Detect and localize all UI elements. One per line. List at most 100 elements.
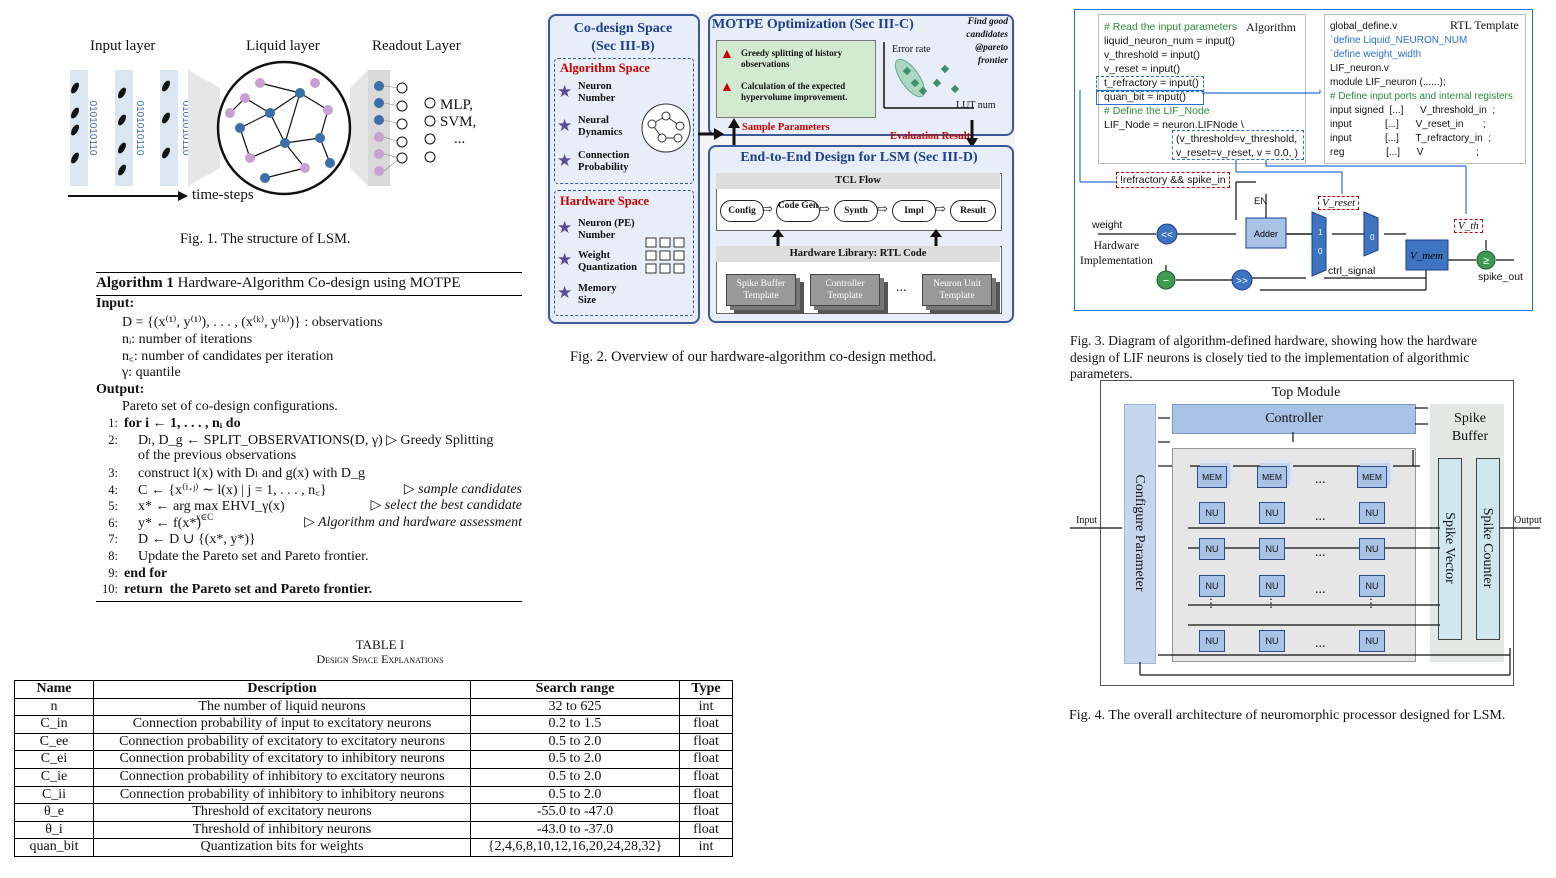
flow-step-synth: Synth xyxy=(834,200,878,222)
code-line: input [...] T_refractory_in ; xyxy=(1330,133,1491,144)
algorithm-line: 6: y* ← f(x*)▷ Algorithm and hardware as… xyxy=(108,514,522,531)
code-line: liquid_neuron_num = input() xyxy=(1104,35,1236,47)
fig2-caption: Fig. 2. Overview of our hardware-algorit… xyxy=(570,349,937,365)
liquid-layer-label: Liquid layer xyxy=(246,38,320,54)
svg-text:0: 0 xyxy=(1370,233,1375,242)
lut-num-label: LUT num xyxy=(956,100,996,111)
code-line: input [...] V_reset_in ; xyxy=(1330,119,1486,130)
fig4-wires xyxy=(1070,407,1540,676)
pe-grid-icon xyxy=(645,237,685,274)
neuron-unit: NU xyxy=(1259,502,1285,524)
memory-block: MEM xyxy=(1197,466,1227,488)
code-line: v_reset = input() xyxy=(1104,63,1181,75)
fig4-caption: Fig. 4. The overall architecture of neur… xyxy=(1069,708,1506,723)
memory-block: MEM xyxy=(1257,466,1287,488)
flow-step-codegen: Code Gen xyxy=(776,200,820,222)
code-line: `define weight_width xyxy=(1330,49,1422,60)
neuron-unit: NU xyxy=(1259,630,1285,652)
fig3-caption: Fig. 3. Diagram of algorithm-defined har… xyxy=(1070,333,1478,381)
fig2-arrows xyxy=(698,118,978,148)
warning-triangle-icon: ▲ xyxy=(720,47,734,62)
arrow-icon: ⇨ xyxy=(762,201,773,216)
rtl-template-label: RTL Template xyxy=(1450,18,1519,32)
arrow-icon: ⇨ xyxy=(819,201,830,216)
controller-template: Controller Template xyxy=(810,274,880,306)
vertical-ellipsis: ⋮ xyxy=(1365,596,1377,610)
code-line: v_reset=v_reset, v = 0.0, ) xyxy=(1176,147,1298,159)
ellipsis: ... xyxy=(1315,472,1326,487)
ctrl-signal-label: ctrl_signal xyxy=(1328,265,1376,277)
neuron-unit: NU xyxy=(1199,538,1225,560)
algorithm-line: 2: Dₗ, D_g ← SPLIT_OBSERVATIONS(D, γ) ▷ … xyxy=(108,432,494,448)
spike-vector-block xyxy=(1438,458,1462,640)
neuron-unit: NU xyxy=(1359,538,1385,560)
codesign-title: Co-design Space(Sec III-B) xyxy=(573,21,673,54)
algorithm-space-box xyxy=(554,58,694,184)
rtl-code: global_define.v`define Liquid_NEURON_NUM… xyxy=(1330,20,1513,160)
code-line: input signed [...] V_threshold_in ; xyxy=(1330,105,1496,116)
algorithm-label: Algorithm xyxy=(1246,20,1296,34)
lsm-structure-diagram: 0101010110 0101010110 0101010110 xyxy=(68,60,436,201)
neuron-unit: NU xyxy=(1199,502,1225,524)
algorithm-code-box xyxy=(1098,14,1306,164)
top-module-box xyxy=(1100,380,1514,686)
quanbit-highlight xyxy=(1096,90,1204,105)
svg-text:0: 0 xyxy=(1318,247,1323,256)
star-icon: ★ xyxy=(557,250,573,269)
star-icon: ★ xyxy=(557,151,573,170)
hardware-space-box xyxy=(554,190,694,316)
bits-col-2: 0101010110 xyxy=(134,101,145,156)
trefractory-highlight xyxy=(1096,76,1204,92)
ellipsis: ... xyxy=(1315,636,1326,651)
algorithm-line: of the previous observations xyxy=(124,448,297,464)
sample-parameters-label: Sample Parameters xyxy=(742,122,830,133)
algorithm-line: 7: D ← D ∪ {(x*, y*)} xyxy=(108,532,256,548)
code-line: (v_threshold=v_threshold, xyxy=(1176,133,1298,145)
up-arrows xyxy=(772,229,942,247)
spike-out-label: spike_out xyxy=(1478,271,1523,283)
configure-parameter-block xyxy=(1124,404,1156,664)
arrow-icon: ⇨ xyxy=(877,201,888,216)
spike-buffer-template: Spike Buffer Template xyxy=(726,274,796,306)
pareto-plot-icon xyxy=(883,42,974,109)
motpe-items-box xyxy=(716,40,876,118)
vmem-label: V_mem xyxy=(1410,250,1443,262)
vth-label: V_th xyxy=(1454,219,1483,233)
neuron-unit: NU xyxy=(1199,575,1225,597)
bits-col-3: 0101010110 xyxy=(180,101,191,156)
algorithm-line: 9:end for xyxy=(108,565,168,581)
star-icon: ★ xyxy=(557,218,573,237)
algorithm-title: Algorithm 1 Hardware-Algorithm Co-design… xyxy=(96,275,461,291)
evaluation-result-label: Evaluation Result xyxy=(890,131,971,142)
input-label: Input xyxy=(1076,515,1098,526)
algorithm-line: 8: Update the Pareto set and Pareto fron… xyxy=(108,548,369,564)
flow-step-impl: Impl xyxy=(892,200,936,222)
algorithm-space-label: Algorithm Space xyxy=(560,61,650,75)
tcl-flow-label: TCL Flow xyxy=(716,173,1000,189)
code-line: # Define input ports and internal regist… xyxy=(1330,91,1513,102)
vertical-ellipsis: ⋮ xyxy=(1205,596,1217,610)
code-line: module LIF_neuron (......); xyxy=(1330,77,1446,88)
subtract-node xyxy=(1156,270,1176,290)
algorithm-line: 10:return the Pareto set and Pareto fron… xyxy=(102,582,373,598)
svg-text:>>: >> xyxy=(1236,276,1248,287)
rtl-template-box xyxy=(1324,14,1526,164)
code-line: quan_bit = input() xyxy=(1104,91,1187,103)
svg-text:≥: ≥ xyxy=(1483,255,1489,267)
star-icon: ★ xyxy=(557,82,573,101)
argmax-subscript: x∈C xyxy=(196,512,214,523)
refractory-condition: !refractory && spike_in xyxy=(1116,172,1230,188)
readout-layer-label: Readout Layer xyxy=(372,38,461,54)
ellipsis: ... xyxy=(1315,545,1326,560)
shift-left-node xyxy=(1156,223,1178,245)
